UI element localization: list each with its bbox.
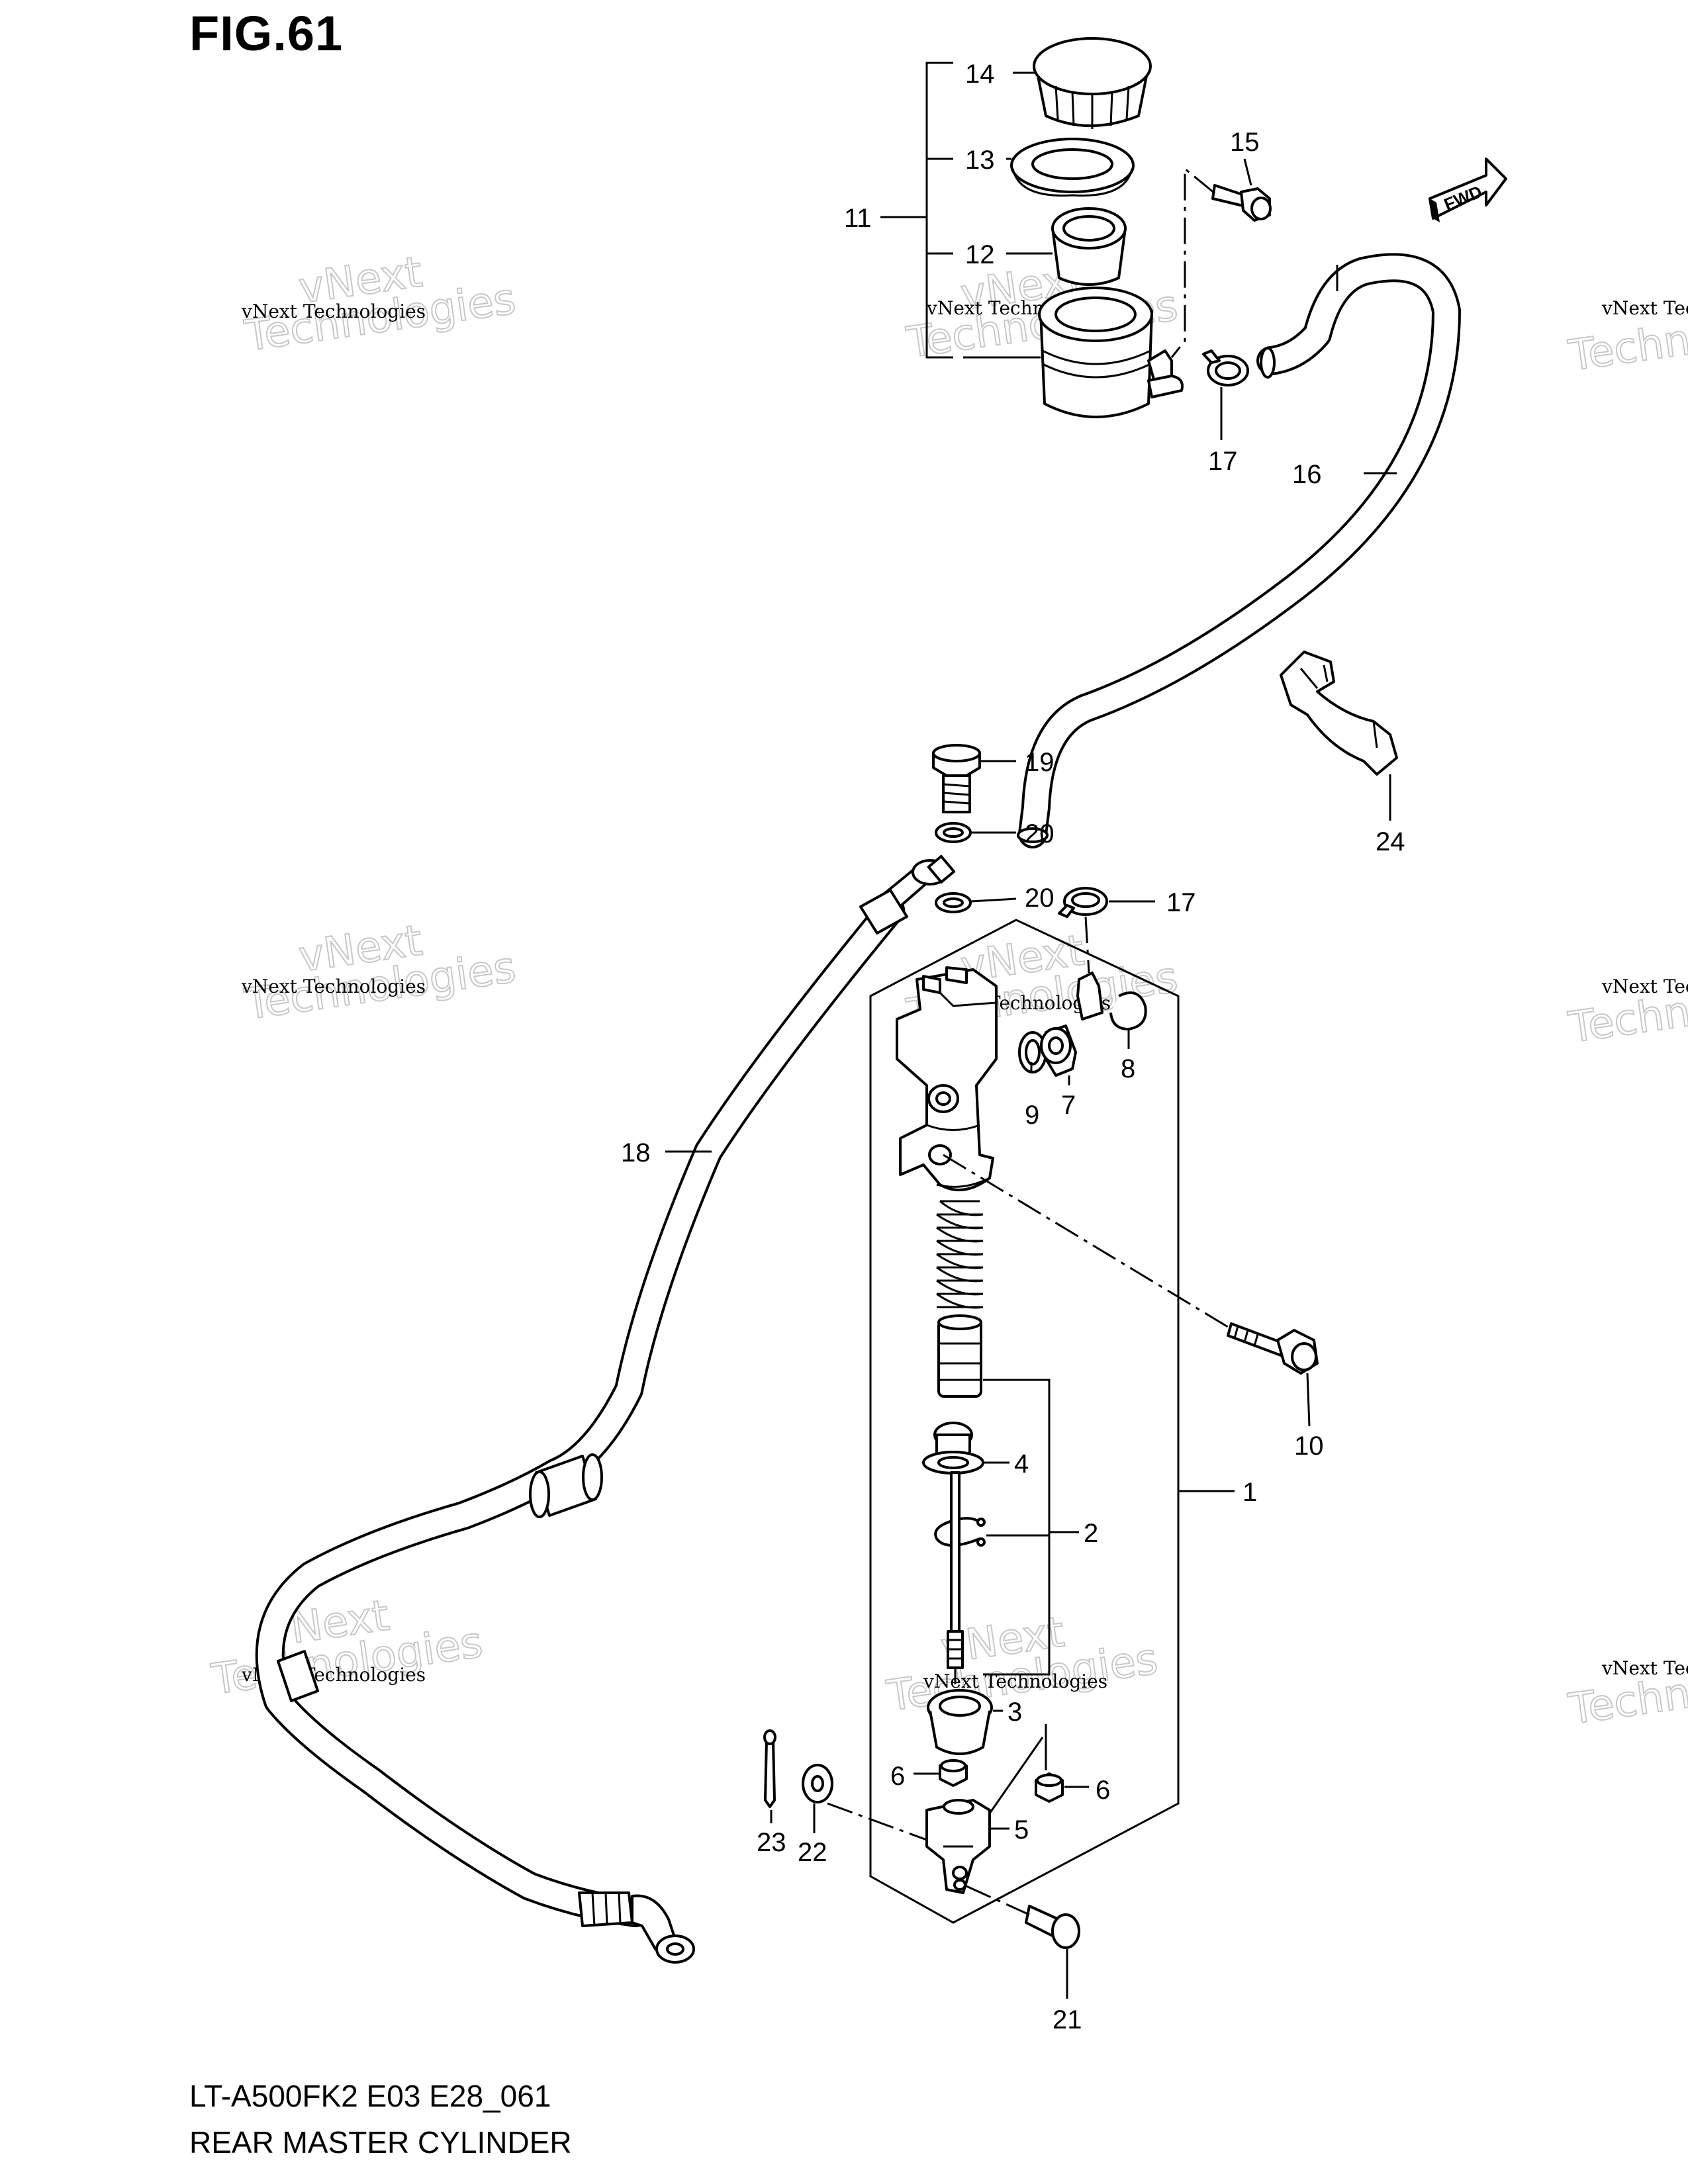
reservoir-hose-16 — [1017, 253, 1461, 848]
hose-ferrule-middle — [529, 1453, 603, 1518]
hose-ferrule-top — [859, 889, 908, 934]
washer-22-path — [827, 1802, 927, 1841]
figure-title: FIG.61 — [189, 6, 344, 61]
callout-6-right: 6 — [1096, 1776, 1110, 1805]
nut-6-right — [1035, 1772, 1064, 1803]
reservoir-body-11 — [1038, 287, 1184, 418]
reservoir-cap-14 — [1033, 37, 1152, 129]
callout-2: 2 — [1084, 1519, 1098, 1548]
callout-labels: 1 2 3 4 5 6 6 7 8 9 10 11 12 13 14 15 16… — [621, 60, 1405, 2034]
bracket-11 — [925, 62, 953, 359]
seal-9 — [1018, 1031, 1047, 1073]
clevis-pin-path — [966, 1885, 1030, 1916]
callout-12: 12 — [965, 240, 995, 269]
piston-4 — [922, 1422, 984, 1475]
boot-3 — [927, 1689, 993, 1755]
callout-14: 14 — [965, 60, 995, 89]
watermark-small-7: vNext Technologies — [1601, 297, 1688, 319]
circlip-8 — [1109, 991, 1147, 1030]
watermark-small-1: vNext Technologies — [241, 300, 426, 322]
hose-clip-24 — [1280, 651, 1398, 776]
bolt-15-path — [1170, 166, 1215, 358]
mount-bolt-10 — [1227, 1322, 1319, 1375]
section-name: REAR MASTER CYLINDER — [189, 2125, 572, 2160]
callout-16: 16 — [1292, 460, 1322, 489]
reservoir-diaphragm-13 — [1010, 138, 1135, 197]
callout-18: 18 — [621, 1138, 651, 1167]
mount-bolt-path — [943, 1154, 1229, 1328]
callout-1: 1 — [1243, 1478, 1257, 1507]
callout-20-top: 20 — [1025, 819, 1055, 848]
callout-21: 21 — [1053, 2005, 1082, 2034]
callout-11: 11 — [844, 204, 872, 233]
callout-3: 3 — [1008, 1698, 1022, 1727]
callout-17-lower: 17 — [1166, 888, 1196, 917]
clevis-pin-21 — [1025, 1905, 1080, 1949]
model-code: LT-A500FK2 E03 E28_061 — [189, 2079, 551, 2113]
watermark-small-8: vNext Technologies — [1601, 976, 1688, 997]
callout-20-bottom: 20 — [1025, 884, 1055, 913]
callout-13: 13 — [965, 146, 995, 175]
union-bolt-19 — [932, 744, 981, 813]
callout-8: 8 — [1121, 1054, 1135, 1083]
reservoir-plate-12 — [1051, 207, 1127, 286]
clevis-5 — [925, 1799, 991, 1894]
cotter-pin-23 — [763, 1729, 776, 1808]
washer-20-top — [935, 822, 972, 843]
callout-23: 23 — [757, 1828, 786, 1857]
banjo-fitting-bottom — [578, 1891, 695, 1964]
callout-17-top: 17 — [1208, 447, 1238, 476]
fwd-arrow-icon: FWD — [1429, 158, 1507, 222]
callout-10: 10 — [1294, 1432, 1324, 1461]
callout-5: 5 — [1014, 1815, 1029, 1844]
push-rod — [947, 1471, 964, 1684]
brake-hose-18 — [255, 895, 905, 1927]
callout-24: 24 — [1376, 827, 1405, 856]
callout-7: 7 — [1061, 1091, 1076, 1120]
watermark-small-9: vNext Technologies — [1601, 1657, 1688, 1679]
washer-22 — [802, 1764, 833, 1803]
bolt-15 — [1211, 184, 1272, 222]
hose-path-17 — [1084, 916, 1090, 974]
callout-19: 19 — [1025, 748, 1055, 777]
callout-6-left: 6 — [890, 1762, 905, 1791]
washer-20-bottom — [935, 892, 972, 913]
callout-15: 15 — [1230, 128, 1260, 157]
hose-clamp-17-lower — [1058, 887, 1108, 918]
watermark-small-3: vNext Technologies — [241, 976, 426, 997]
hose-joint-7 — [1040, 972, 1103, 1077]
callout-22: 22 — [798, 1838, 827, 1867]
callout-4: 4 — [1014, 1449, 1029, 1479]
hose-ferrule-left — [277, 1650, 319, 1702]
master-cylinder-body — [896, 966, 998, 1191]
piston-cups — [937, 1314, 982, 1398]
bracket-2 — [983, 1379, 1051, 1676]
assembly-frame-1 — [869, 919, 1180, 1924]
callout-9: 9 — [1025, 1101, 1039, 1130]
hose-clamp-17-top — [1202, 349, 1249, 387]
nut-6-left — [939, 1759, 968, 1787]
piston-spring — [936, 1200, 984, 1309]
